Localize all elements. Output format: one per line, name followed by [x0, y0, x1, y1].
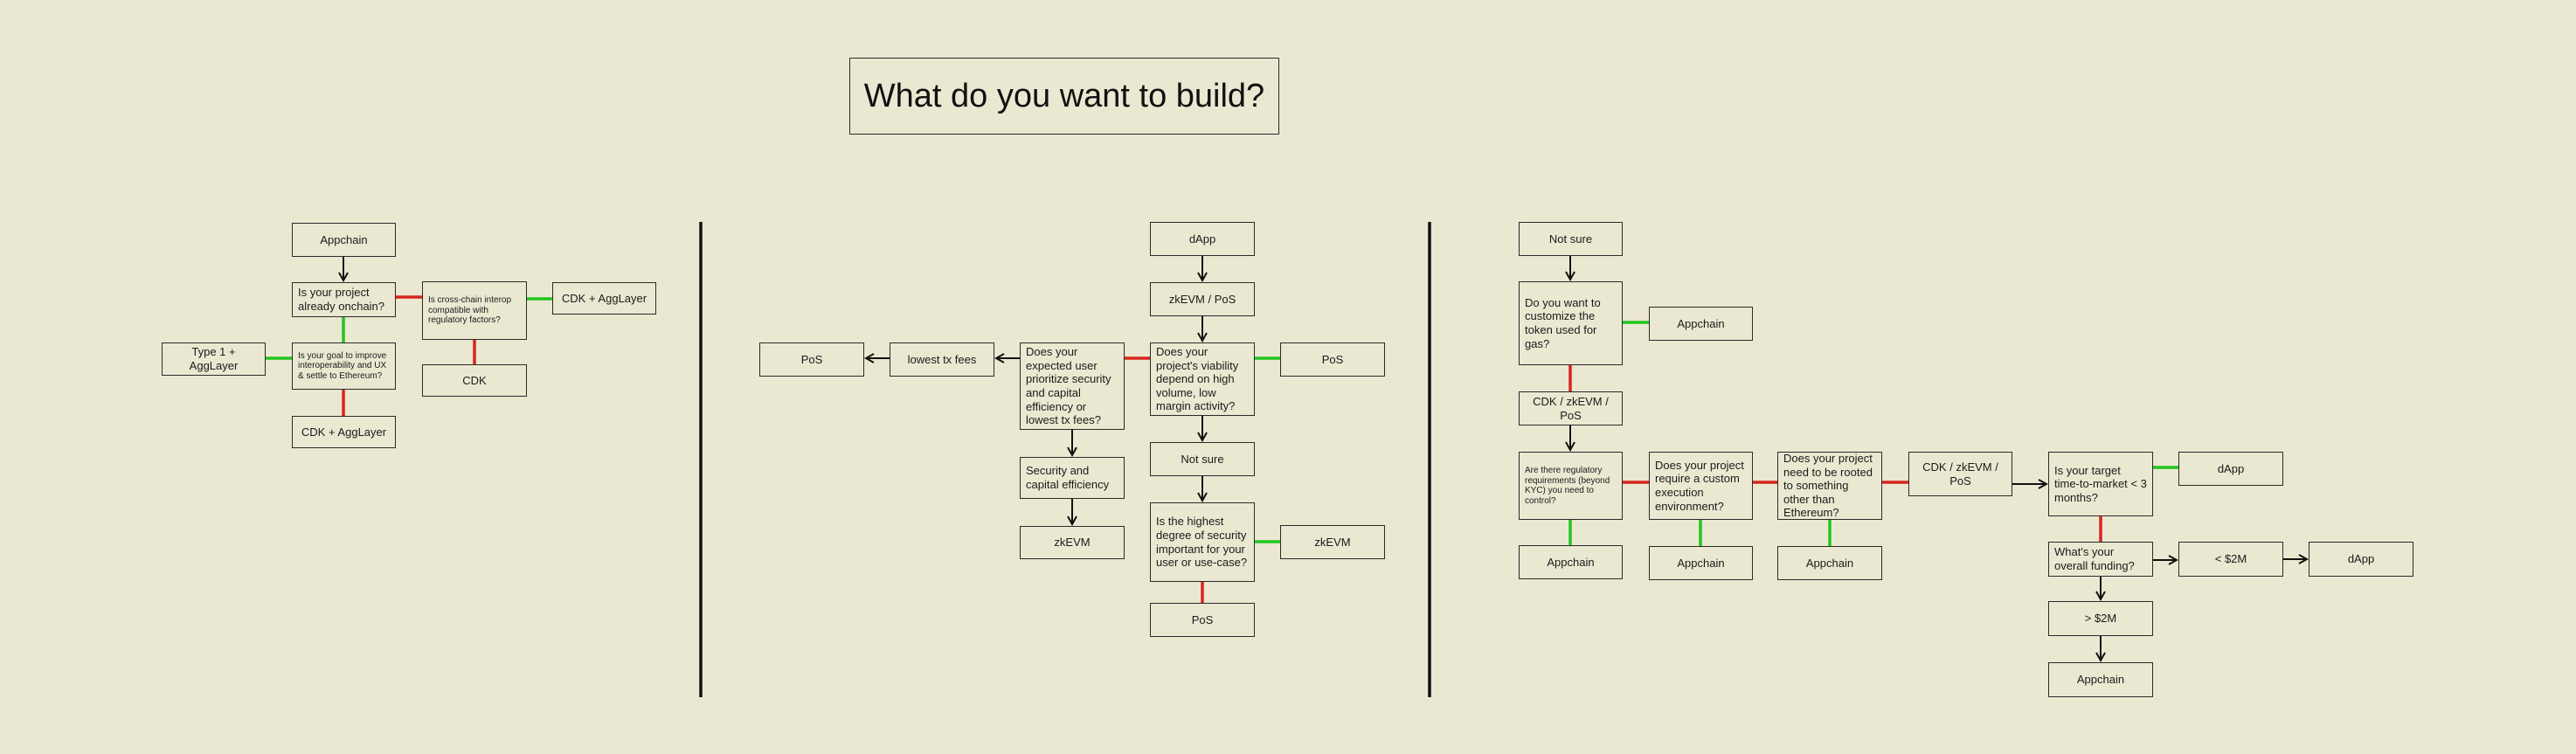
node-not-sure-middle: Not sure: [1150, 442, 1255, 476]
node-zkevm-pos: zkEVM / PoS: [1150, 282, 1255, 316]
node-appchain-rooted: Appchain: [1777, 546, 1882, 580]
node-appchain-gas: Appchain: [1649, 307, 1753, 341]
node-expected-user-question: Does your expected user prioritize secur…: [1020, 342, 1125, 430]
node-zkevm-right: zkEVM: [1280, 525, 1385, 559]
node-zkevm-left: zkEVM: [1020, 526, 1125, 559]
node-cdk-zkevm-pos-2: CDK / zkEVM / PoS: [1908, 452, 2012, 496]
node-appchain-custom-exec: Appchain: [1649, 546, 1753, 580]
node-funding-question: What's your overall funding?: [2048, 542, 2153, 577]
node-appchain-bottom: Appchain: [2048, 662, 2153, 697]
node-pos-bottom: PoS: [1150, 603, 1255, 637]
node-time-to-market-question: Is your target time-to-market < 3 months…: [2048, 452, 2153, 516]
node-appchain-regulatory: Appchain: [1519, 545, 1623, 579]
node-security-capital: Security and capital efficiency: [1020, 457, 1125, 499]
node-pos-right: PoS: [1280, 342, 1385, 377]
node-dapp-right: dApp: [2309, 542, 2413, 577]
node-customize-gas-question: Do you want to customize the token used …: [1519, 281, 1623, 365]
node-viability-question: Does your project's viability depend on …: [1150, 342, 1255, 416]
node-regulatory-question: Are there regulatory requirements (beyon…: [1519, 452, 1623, 520]
node-already-onchain: Is your project already onchain?: [292, 282, 396, 317]
node-gt-2m: > $2M: [2048, 601, 2153, 636]
node-cdk-agglayer-bottom: CDK + AggLayer: [292, 416, 396, 448]
node-pos-left: PoS: [759, 342, 864, 377]
page-title: What do you want to build?: [849, 58, 1279, 135]
node-improve-interop: Is your goal to improve interoperability…: [292, 342, 396, 390]
node-crosschain-interop: Is cross-chain interop compatible with r…: [422, 281, 527, 340]
node-rooted-question: Does your project need to be rooted to s…: [1777, 452, 1882, 520]
node-appchain-start: Appchain: [292, 223, 396, 257]
node-type1-agglayer: Type 1 + AggLayer: [162, 342, 266, 376]
node-custom-exec-question: Does your project require a custom execu…: [1649, 452, 1753, 520]
node-not-sure-start: Not sure: [1519, 222, 1623, 256]
node-lowest-tx-fees: lowest tx fees: [890, 342, 994, 377]
node-highest-security-question: Is the highest degree of security import…: [1150, 502, 1255, 582]
node-dapp-start: dApp: [1150, 222, 1255, 256]
node-cdk-agglayer-top: CDK + AggLayer: [552, 282, 656, 315]
node-dapp-top: dApp: [2178, 452, 2283, 486]
node-cdk: CDK: [422, 364, 527, 397]
node-lt-2m: < $2M: [2178, 542, 2283, 577]
node-cdk-zkevm-pos: CDK / zkEVM / PoS: [1519, 391, 1623, 425]
